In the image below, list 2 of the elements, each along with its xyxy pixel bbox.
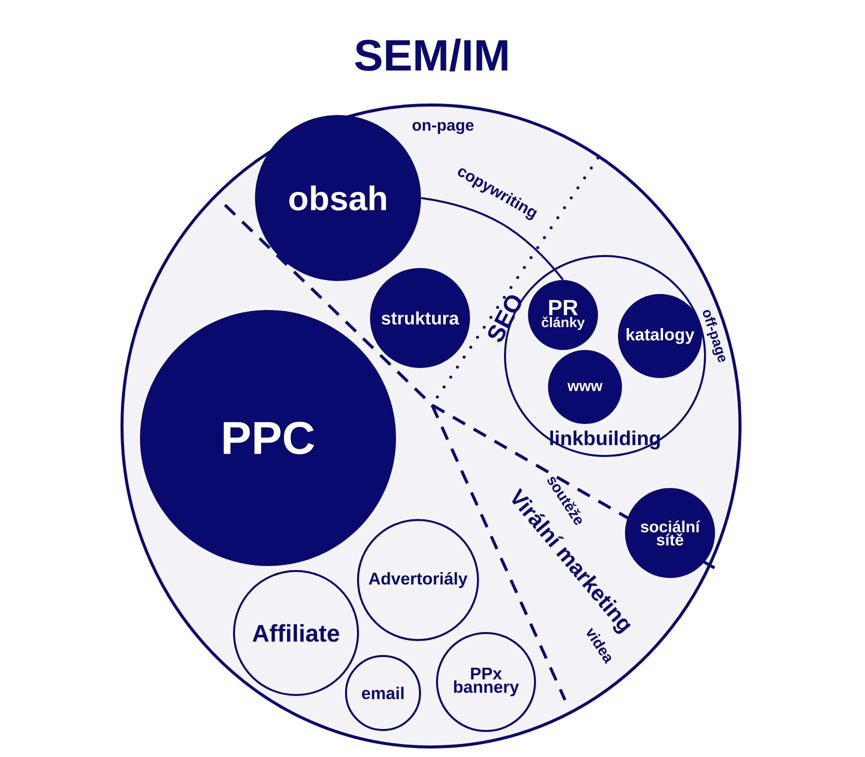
title: SEM/IM: [355, 38, 508, 72]
connector-arc: [421, 197, 564, 280]
